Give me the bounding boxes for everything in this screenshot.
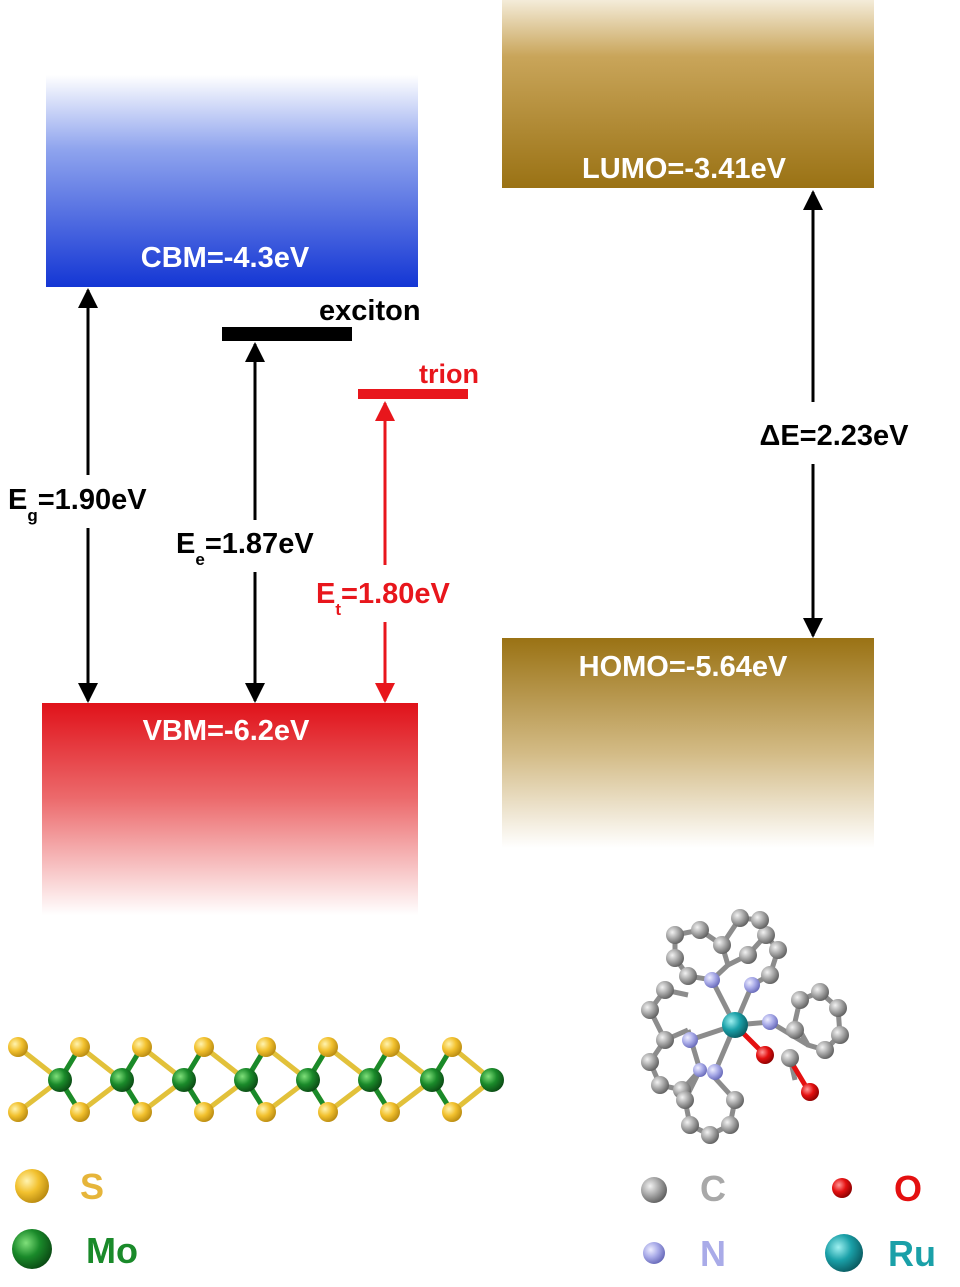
molybdenum-legend-label: Mo [86, 1230, 138, 1271]
oxygen-legend-label: O [894, 1168, 922, 1209]
nitrogen-legend-swatch [643, 1242, 665, 1264]
mos2-structure [8, 1037, 504, 1122]
lumo-label: LUMO=-3.41eV [582, 153, 787, 185]
sulfur-legend-label: S [80, 1166, 104, 1207]
carbon-legend-swatch [641, 1177, 667, 1203]
carbon-legend-label: C [700, 1168, 726, 1209]
ruthenium-legend-label: Ru [888, 1233, 936, 1274]
exciton-level [222, 327, 352, 341]
lumo-band [502, 0, 874, 188]
ru-complex-structure [641, 909, 849, 1144]
et-label: Et=1.80eV [316, 578, 451, 619]
legend: S Mo C O N Ru [12, 1166, 936, 1274]
oxygen-legend-swatch [832, 1178, 852, 1198]
eg-label: Eg=1.90eV [8, 484, 147, 525]
ee-label: Ee=1.87eV [176, 528, 314, 569]
cbm-band [46, 75, 418, 287]
cbm-label: CBM=-4.3eV [141, 242, 310, 274]
homo-band [502, 638, 874, 848]
sulfur-legend-swatch [15, 1169, 49, 1203]
nitrogen-legend-label: N [700, 1233, 726, 1274]
trion-label: trion [419, 359, 479, 389]
trion-level [358, 389, 468, 399]
delta-e-label: ΔE=2.23eV [759, 420, 909, 452]
exciton-label: exciton [319, 295, 421, 327]
homo-label: HOMO=-5.64eV [579, 651, 788, 683]
molybdenum-legend-swatch [12, 1229, 52, 1269]
ruthenium-legend-swatch [825, 1234, 863, 1272]
vbm-label: VBM=-6.2eV [143, 715, 310, 747]
vbm-band [42, 703, 418, 915]
